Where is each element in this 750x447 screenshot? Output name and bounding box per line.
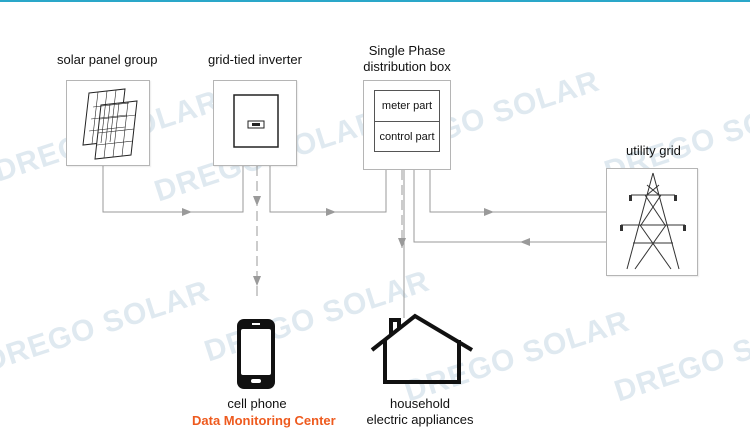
control-part-label: control part	[379, 131, 435, 143]
top-accent-line	[0, 0, 750, 2]
distribution-box-label-line2: distribution box	[363, 59, 451, 74]
line-inverter-to-distribution	[269, 166, 387, 213]
arrow-down	[398, 238, 406, 248]
cell-phone-label-group: cell phone Data Monitoring Center	[192, 396, 336, 429]
distribution-box-label: Single Phase distribution box	[352, 43, 462, 75]
arrow-right	[326, 208, 336, 216]
distribution-box-panel: meter part control part	[374, 90, 440, 152]
grid-tied-inverter-label: grid-tied inverter	[208, 52, 302, 67]
transmission-tower-icon	[620, 172, 686, 270]
household-label-group: household electric appliances	[352, 396, 488, 428]
arrow-down	[253, 196, 261, 206]
arrow-right	[182, 208, 192, 216]
utility-grid-box	[606, 168, 698, 276]
distribution-box-label-line1: Single Phase	[368, 43, 446, 58]
inverter-icon	[233, 94, 279, 148]
distribution-box	[363, 80, 451, 170]
solar-panel-group-label: solar panel group	[57, 52, 158, 67]
line-grid-to-distribution	[413, 170, 606, 243]
meter-part-label: meter part	[375, 91, 439, 122]
inverter-box	[213, 80, 297, 166]
household-label-line1: household	[390, 396, 450, 411]
arrow-left	[520, 238, 530, 246]
line-solar-to-inverter	[102, 166, 244, 213]
household-label-line2: electric appliances	[366, 412, 474, 427]
cell-phone-label: cell phone	[227, 396, 287, 411]
cell-phone-icon	[237, 319, 275, 389]
arrow-right	[484, 208, 494, 216]
solar-panel-icon	[82, 88, 138, 160]
utility-grid-label: utility grid	[626, 143, 681, 158]
arrow-down	[253, 276, 261, 286]
solar-panel-box	[66, 80, 150, 166]
house-icon	[370, 313, 474, 384]
data-monitoring-center-label: Data Monitoring Center	[192, 413, 336, 428]
line-distribution-to-grid	[429, 170, 606, 213]
